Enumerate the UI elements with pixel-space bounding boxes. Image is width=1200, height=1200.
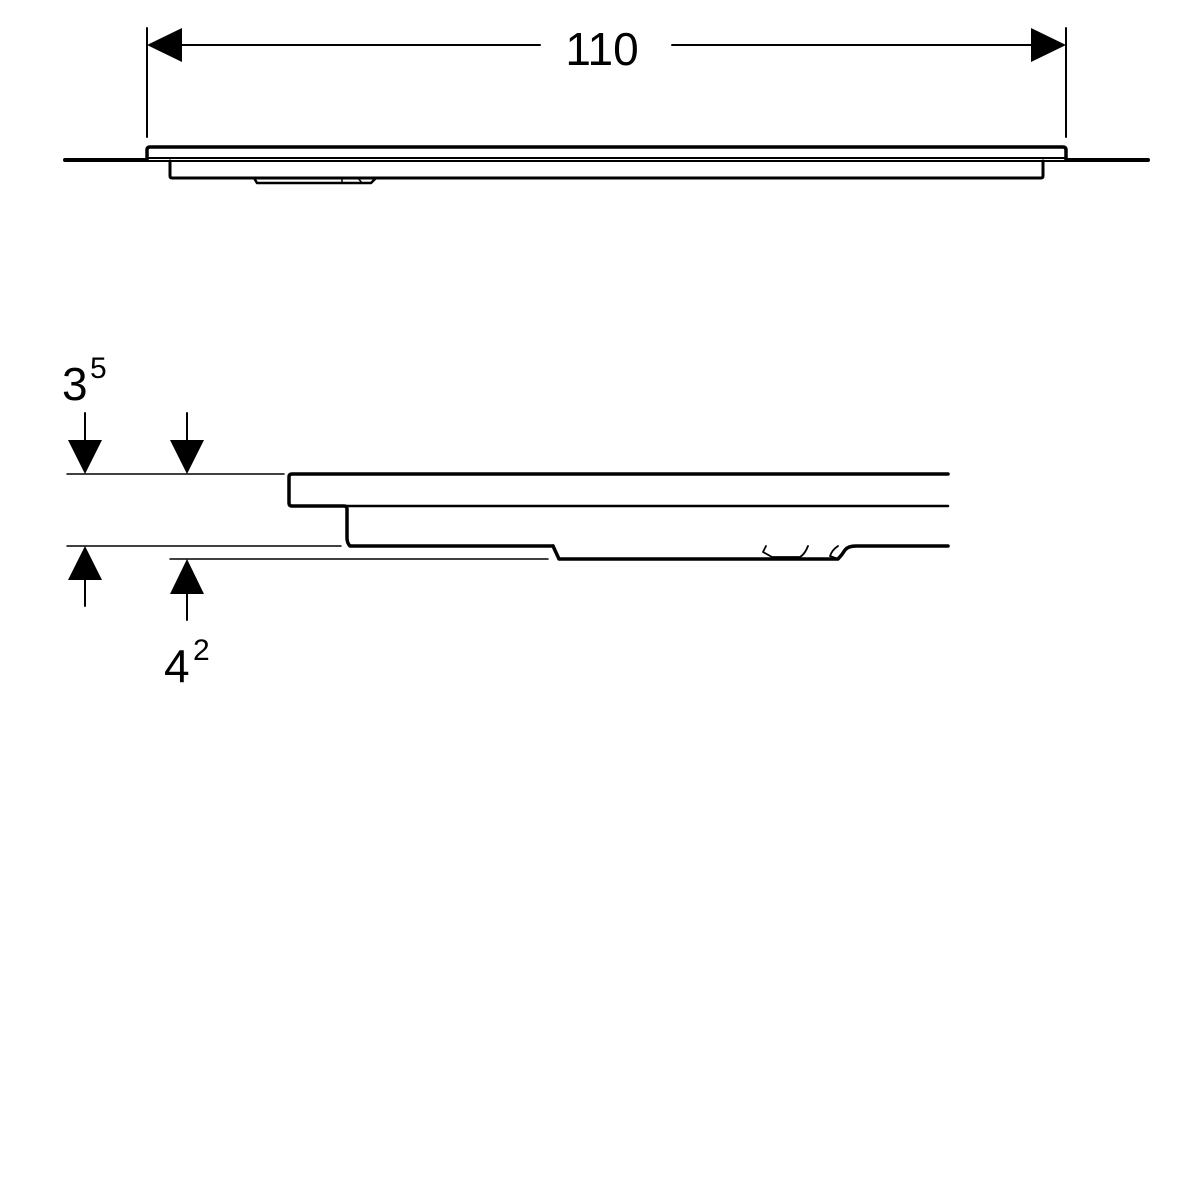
arrow-lower-right bbox=[170, 559, 204, 594]
drain-outlet-detail-2 bbox=[357, 177, 363, 184]
lower-dimension-value: 4 bbox=[164, 640, 190, 692]
arrow-upper-right bbox=[170, 440, 204, 474]
tray-profile-drain bbox=[551, 544, 950, 561]
lower-dimension-superscript: 2 bbox=[193, 634, 210, 667]
drain-detail-2 bbox=[829, 545, 839, 560]
upper-dimension-superscript: 5 bbox=[90, 352, 107, 385]
drain-outlet bbox=[252, 176, 378, 185]
top-view bbox=[63, 27, 1150, 185]
drain-detail-1 bbox=[762, 545, 809, 558]
arrow-lower-left bbox=[68, 546, 102, 580]
upper-dimension-value: 3 bbox=[62, 358, 88, 410]
width-dimension-label: 110 bbox=[565, 23, 638, 75]
dimension-arrow-left bbox=[147, 28, 182, 62]
arrow-upper-left bbox=[68, 440, 102, 474]
detail-view bbox=[66, 412, 950, 621]
tray-top-plate bbox=[145, 145, 1068, 162]
tray-profile-top-plate bbox=[287, 472, 950, 548]
dimension-arrow-right bbox=[1031, 28, 1066, 62]
tray-body bbox=[168, 159, 1045, 180]
